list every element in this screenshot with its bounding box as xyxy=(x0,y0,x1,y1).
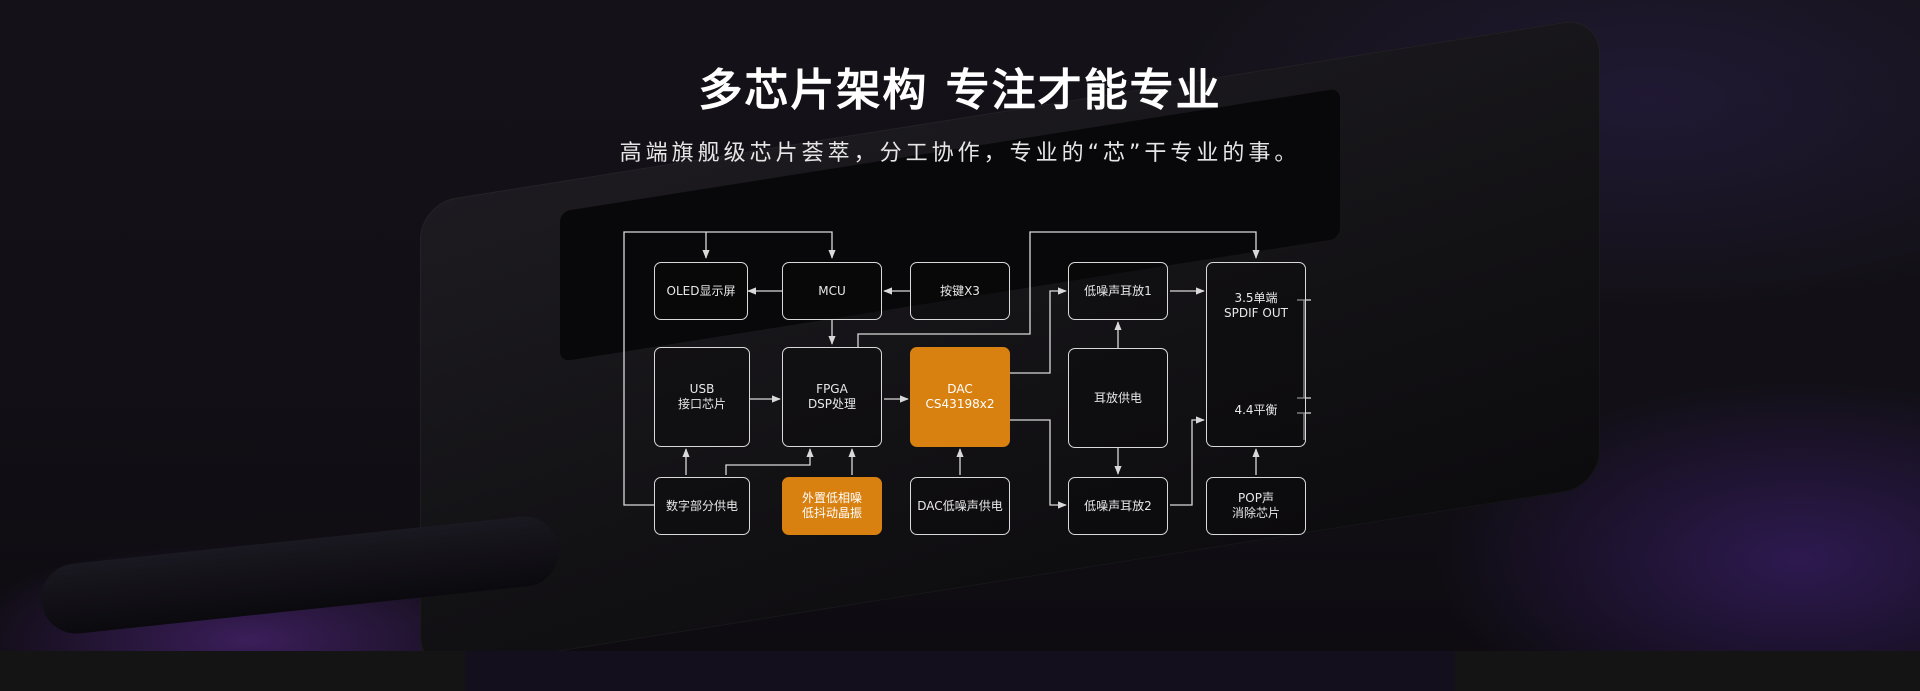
node-label: 低抖动晶振 xyxy=(801,506,862,520)
output-bottom-group: 4.4平衡 xyxy=(1234,403,1277,418)
page-subtitle: 高端旗舰级芯片荟萃，分工协作，专业的“芯”干专业的事。 xyxy=(619,141,1301,166)
node-label: 3.5单端 xyxy=(1234,291,1278,305)
connector-dac-amp1 xyxy=(1010,287,1067,374)
output-bracket xyxy=(1297,299,1311,440)
amp-power-node: 耳放供电 xyxy=(1068,348,1168,448)
oled-display-node: OLED显示屏 xyxy=(654,262,748,320)
node-label: 低噪声耳放1 xyxy=(1084,283,1152,298)
dac-power-node: DAC低噪声供电 xyxy=(910,477,1010,535)
footer-bar-center xyxy=(465,651,1455,691)
node-label: 数字部分供电 xyxy=(665,498,738,513)
page-title: 多芯片架构 专注才能专业 xyxy=(698,65,1222,116)
fpga-dsp-node: FPGA DSP处理 xyxy=(782,347,882,447)
node-label: 消除芯片 xyxy=(1231,506,1280,520)
node-label: DAC xyxy=(947,382,973,396)
node-label: POP声 xyxy=(1238,491,1274,505)
connector-power-fpga xyxy=(725,448,814,475)
digital-power-node: 数字部分供电 xyxy=(654,477,750,535)
node-label: MCU xyxy=(818,283,846,298)
node-label: 外置低相噪 xyxy=(801,491,862,505)
node-label: OLED显示屏 xyxy=(666,283,736,298)
node-label: SPDIF OUT xyxy=(1224,306,1288,320)
crystal-oscillator-node: 外置低相噪 低抖动晶振 xyxy=(782,477,882,535)
connector-dac-amp2 xyxy=(1010,419,1067,509)
node-label: CS43198x2 xyxy=(925,397,995,411)
pop-suppression-node: POP声 消除芯片 xyxy=(1206,477,1306,535)
node-label: 耳放供电 xyxy=(1093,390,1142,405)
output-top-group: 3.5单端 SPDIF OUT xyxy=(1224,291,1288,321)
usb-chip-node: USB 接口芯片 xyxy=(654,347,750,447)
keys-node: 按键X3 xyxy=(910,262,1010,320)
node-label: 接口芯片 xyxy=(677,397,726,411)
connector-fpga-output xyxy=(857,231,1260,347)
node-label: 低噪声耳放2 xyxy=(1084,498,1152,513)
node-label: FPGA xyxy=(816,382,848,396)
amp1-node: 低噪声耳放1 xyxy=(1068,262,1168,320)
connector-power-loop xyxy=(623,231,836,506)
output-node: 3.5单端 SPDIF OUT 4.4平衡 xyxy=(1206,262,1306,447)
node-label: 按键X3 xyxy=(940,283,980,298)
node-label: DSP处理 xyxy=(807,397,857,411)
mcu-node: MCU xyxy=(782,262,882,320)
dac-node: DAC CS43198x2 xyxy=(910,347,1010,447)
connector-amp2-output xyxy=(1170,416,1205,506)
amp2-node: 低噪声耳放2 xyxy=(1068,477,1168,535)
node-label: 4.4平衡 xyxy=(1234,403,1278,417)
node-label: DAC低噪声供电 xyxy=(917,498,1003,513)
node-label: USB xyxy=(689,382,715,396)
